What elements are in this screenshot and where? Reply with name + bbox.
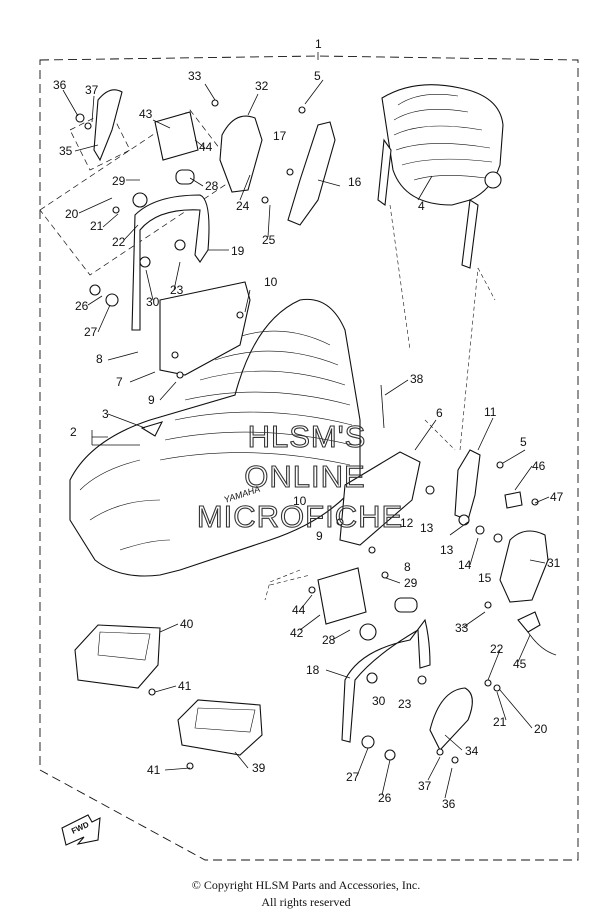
callout-28b: 28 — [322, 633, 336, 647]
callout-2: 2 — [70, 425, 77, 439]
callout-labels: 1 2 3 4 5 5 6 7 8 8 9 9 10 10 11 12 13 1… — [53, 37, 564, 811]
callout-7: 7 — [116, 375, 123, 389]
plate-42 — [317, 567, 367, 625]
callout-9a: 9 — [148, 393, 155, 407]
callout-5b: 5 — [520, 435, 527, 449]
callout-8a: 8 — [96, 352, 103, 366]
callout-16: 16 — [348, 175, 362, 189]
left-frame — [131, 194, 210, 331]
callout-36b: 36 — [442, 797, 456, 811]
callout-23b: 23 — [398, 697, 412, 711]
callout-6: 6 — [436, 406, 443, 420]
callout-37a: 37 — [85, 83, 99, 97]
right-plate — [339, 451, 421, 546]
callout-21b: 21 — [493, 715, 507, 729]
armrest-34 — [429, 687, 473, 751]
callout-44a: 44 — [199, 140, 213, 154]
assembly-boundary — [39, 55, 579, 861]
callout-30b: 30 — [372, 694, 386, 708]
callout-32: 32 — [255, 79, 269, 93]
callout-24: 24 — [236, 199, 250, 213]
callout-44b: 44 — [292, 603, 306, 617]
callout-40: 40 — [180, 617, 194, 631]
callout-42: 42 — [290, 626, 304, 640]
leader-lines — [62, 79, 550, 799]
callout-20a: 20 — [65, 207, 79, 221]
callout-38: 38 — [410, 372, 424, 386]
callout-39: 39 — [252, 761, 266, 775]
callout-31: 31 — [547, 556, 561, 570]
callout-28a: 28 — [205, 179, 219, 193]
callout-10a: 10 — [264, 275, 278, 289]
callout-18: 18 — [306, 663, 320, 677]
rights-line: All rights reserved — [261, 895, 351, 909]
left-plate — [159, 281, 251, 376]
callout-11: 11 — [484, 405, 497, 419]
hinge-11 — [454, 449, 481, 521]
callout-13b: 13 — [440, 543, 454, 557]
fwd-arrow: FWD — [61, 814, 101, 846]
callout-15: 15 — [478, 571, 492, 585]
watermark-line1: HLSM'S — [248, 419, 367, 454]
callout-3: 3 — [102, 407, 109, 421]
callout-34: 34 — [465, 744, 479, 758]
callout-26a: 26 — [75, 299, 89, 313]
callout-14: 14 — [458, 558, 472, 572]
callout-10b: 10 — [293, 494, 307, 508]
callout-19: 19 — [231, 244, 245, 258]
callout-26b: 26 — [378, 791, 392, 805]
right-frame — [341, 618, 431, 743]
callout-12: 12 — [400, 516, 414, 530]
pad-39 — [177, 699, 263, 756]
callout-22b: 22 — [490, 642, 504, 656]
pad-40 — [74, 624, 161, 689]
dashed-connectors — [264, 204, 496, 601]
armrest-35 — [93, 89, 123, 162]
callout-20b: 20 — [534, 722, 548, 736]
hinge-16 — [287, 121, 336, 226]
cover-31 — [499, 530, 549, 603]
callout-21a: 21 — [90, 219, 104, 233]
callout-45: 45 — [513, 657, 527, 671]
callout-1: 1 — [315, 37, 322, 51]
callout-25: 25 — [262, 233, 276, 247]
cover-32 — [219, 115, 263, 193]
callout-17: 17 — [273, 129, 287, 143]
callout-5a: 5 — [314, 69, 321, 83]
backrest — [377, 84, 504, 269]
callout-13a: 13 — [420, 521, 434, 535]
callout-27b: 27 — [346, 770, 360, 784]
small-parts — [75, 99, 557, 770]
callout-9b: 9 — [316, 529, 323, 543]
callout-36a: 36 — [53, 78, 67, 92]
callout-27a: 27 — [84, 325, 98, 339]
callout-43: 43 — [139, 107, 153, 121]
callout-29b: 29 — [404, 576, 418, 590]
callout-30a: 30 — [146, 295, 160, 309]
callout-37b: 37 — [418, 779, 432, 793]
callout-41b: 41 — [147, 763, 161, 777]
copyright-line: © Copyright HLSM Parts and Accessories, … — [191, 878, 421, 892]
callout-47: 47 — [550, 490, 564, 504]
callout-8b: 8 — [404, 560, 411, 574]
callout-46: 46 — [532, 459, 546, 473]
callout-33b: 33 — [455, 621, 469, 635]
seat: YAMAHA — [69, 298, 361, 577]
callout-4: 4 — [418, 199, 425, 213]
callout-22a: 22 — [112, 235, 126, 249]
callout-23a: 23 — [170, 283, 184, 297]
watermark-line3: MICROFICHE — [197, 499, 403, 534]
watermark-line2: ONLINE — [244, 459, 365, 494]
plate-43 — [154, 111, 199, 161]
callout-41a: 41 — [178, 679, 192, 693]
callout-33a: 33 — [188, 69, 202, 83]
callout-35: 35 — [59, 144, 73, 158]
callout-29a: 29 — [112, 174, 126, 188]
